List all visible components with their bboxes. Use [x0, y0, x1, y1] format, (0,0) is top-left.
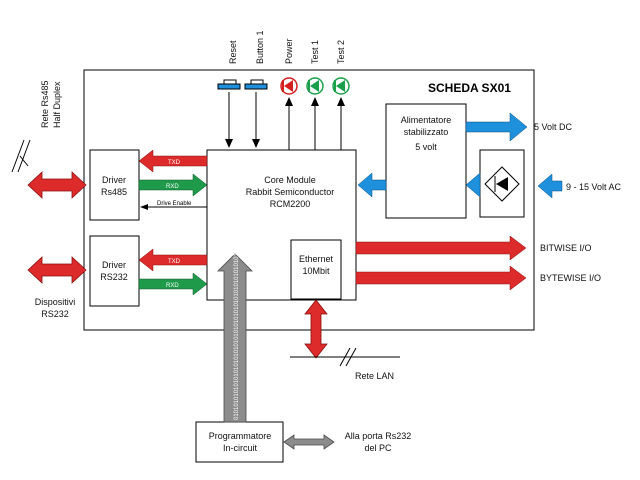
test2-led-icon	[332, 77, 350, 95]
lan-break-mark-2	[345, 347, 357, 367]
rs485-break-mark-2	[17, 139, 31, 173]
out-5v-label: 5 Volt DC	[534, 122, 573, 132]
driver-rs232-line2: RS232	[100, 272, 128, 282]
in-ac-label: 9 - 15 Volt AC	[566, 182, 622, 192]
lan-label: Rete LAN	[355, 371, 394, 381]
pc-link-arrow	[283, 434, 335, 450]
programmer-line1: Programmatore	[209, 431, 272, 441]
power-supply-line2: stabilizzato	[404, 127, 449, 137]
test2-led-line-arrowhead	[337, 97, 345, 106]
rs485-line	[19, 155, 29, 167]
button1-label: Button 1	[255, 30, 265, 64]
power-led-icon	[280, 77, 298, 95]
reset-button-icon	[217, 79, 241, 90]
driver-rs232-box	[89, 235, 140, 307]
rs485-rxd-label: RXD	[166, 184, 179, 190]
drive-enable-label: Drive Enable	[157, 201, 192, 207]
programmer-line2: In-circuit	[223, 443, 258, 453]
rs485-rxd-arrow	[138, 173, 208, 197]
power-supply-line3: 5 volt	[415, 142, 437, 152]
rs485-network-arrow	[27, 171, 87, 199]
driver-rs232-line1: Driver	[102, 260, 126, 270]
ethernet-line1: Ethernet	[299, 254, 334, 264]
rs232-devices-arrow	[27, 256, 87, 284]
reset-label: Reset	[228, 40, 238, 64]
rs485-txd-arrow	[138, 149, 208, 173]
power-out-arrow	[465, 112, 528, 142]
ac-input-arrow	[537, 173, 563, 199]
rs232-txd-arrow	[138, 248, 208, 272]
driver-rs485-line2: Rs485	[101, 187, 127, 197]
drive-enable-arrowhead	[140, 204, 148, 210]
rs232-txd-label: TXD	[168, 259, 181, 265]
power-supply-box	[385, 103, 467, 219]
bitwise-label: BITWISE I/O	[540, 243, 592, 253]
test1-label: Test 1	[310, 40, 320, 64]
driver-rs485-box	[89, 149, 140, 221]
power-supply-line1: Alimentatore	[401, 115, 452, 125]
bytewise-label: BYTEWISE I/O	[540, 273, 601, 283]
lan-arrow	[304, 299, 328, 359]
power-label: Power	[284, 38, 294, 64]
bitwise-io-arrow	[355, 235, 527, 261]
test2-label: Test 2	[336, 40, 346, 64]
lan-break-mark-1	[339, 347, 351, 367]
rs232-devices-label-line1: Dispositivi	[35, 297, 76, 307]
programming-bus-arrow	[217, 253, 253, 423]
core-module-line3: RCM2200	[270, 199, 311, 209]
test1-led-icon	[306, 77, 324, 95]
rs485-break-mark-1	[11, 139, 25, 173]
rs232-rxd-arrow	[138, 272, 208, 296]
rs232-devices-label-line2: RS232	[41, 309, 69, 319]
driver-rs485-line1: Driver	[102, 175, 126, 185]
board-title: SCHEDA SX01	[428, 81, 511, 95]
test1-led-line-arrowhead	[311, 97, 319, 106]
power-led-line-arrowhead	[285, 97, 293, 106]
rectifier-to-supply-arrow	[465, 172, 481, 198]
ethernet-box	[290, 239, 342, 300]
programming-bus-pattern: 0101010101010101010101010101010101010101…	[234, 166, 240, 420]
bridge-rectifier-icon	[484, 166, 520, 202]
rs232-rxd-label: RXD	[166, 283, 179, 289]
ethernet-line2: 10Mbit	[302, 266, 330, 276]
power-to-core-arrow	[357, 172, 387, 198]
button1-icon	[244, 79, 268, 90]
rs485-txd-label: TXD	[168, 160, 181, 166]
rs485-label-line1: Rete Rs485	[40, 80, 50, 128]
core-module-line2: Rabbit Semiconductor	[246, 187, 335, 197]
reset-line-arrowhead	[225, 139, 233, 148]
pc-label-line2: del PC	[364, 443, 392, 453]
core-module-line1: Core Module	[264, 175, 316, 185]
rs485-label-line2: Half Duplex	[52, 81, 62, 128]
pc-label-line1: Alla porta Rs232	[345, 431, 412, 441]
bytewise-io-arrow	[355, 265, 527, 291]
programmer-box	[195, 421, 284, 463]
button1-line-arrowhead	[252, 139, 260, 148]
